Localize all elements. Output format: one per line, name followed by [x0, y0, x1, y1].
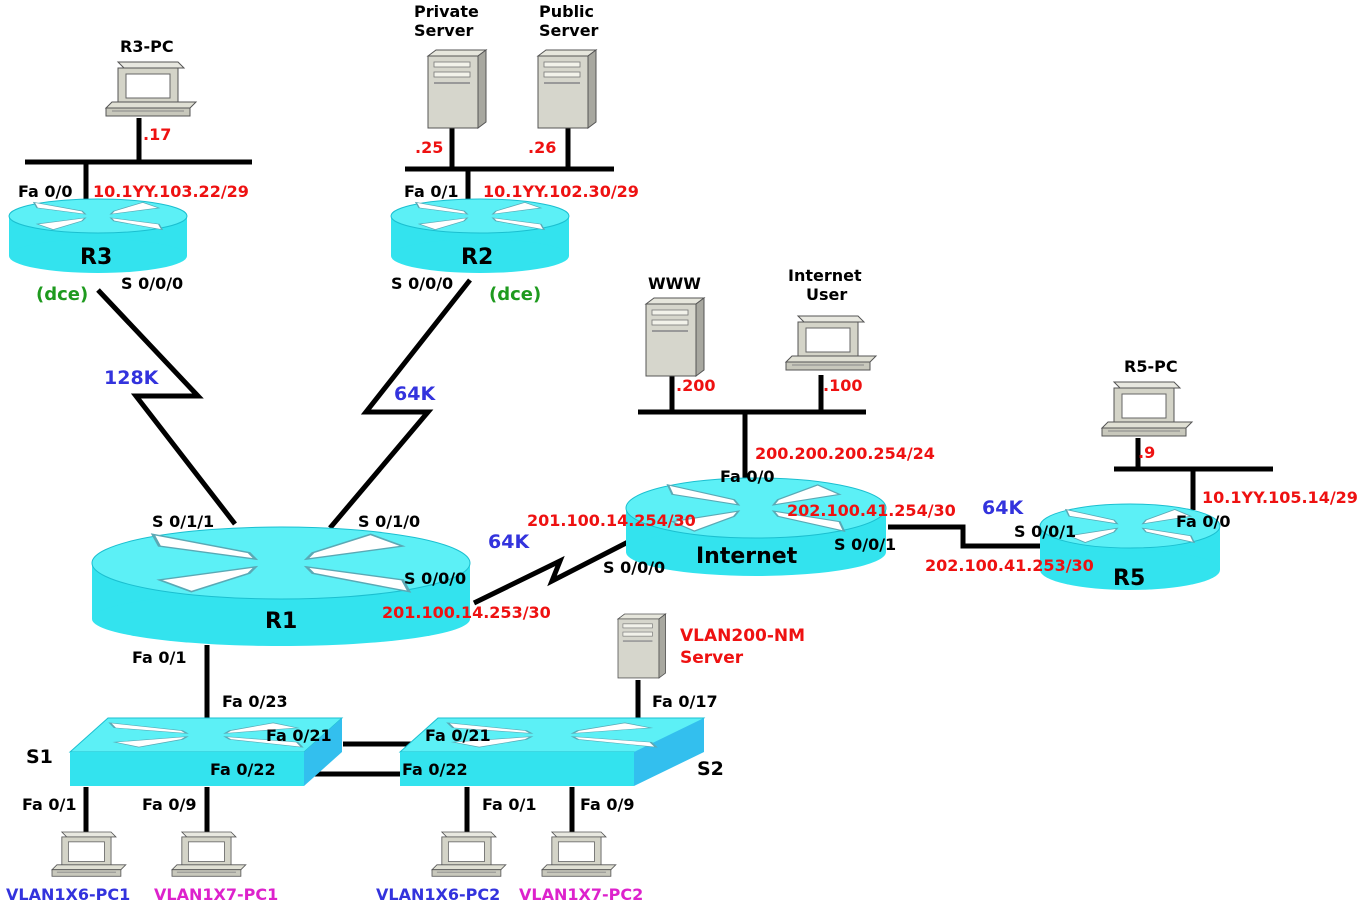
private-server-label-2: Server	[414, 21, 474, 40]
www-server-icon[interactable]	[645, 297, 705, 377]
r1-s011-label: S 0/1/1	[152, 512, 214, 531]
switch-s1[interactable]	[68, 717, 344, 786]
vlan1x7-pc2-icon[interactable]	[541, 831, 617, 877]
r5-s001-label: S 0/0/1	[1014, 522, 1076, 541]
internet-user-pc-icon[interactable]	[785, 315, 877, 371]
r3-dce: (dce)	[36, 284, 88, 305]
s1-fa023-label: Fa 0/23	[222, 692, 288, 711]
r2-serial-label: S 0/0/0	[391, 274, 453, 293]
serial-link-r1-internet	[472, 538, 632, 606]
internet-fa-label: Fa 0/0	[720, 467, 774, 486]
vlan1x6-pc1-label: VLAN1X6-PC1	[6, 885, 130, 904]
vlan1x6-pc1-icon[interactable]	[51, 831, 127, 877]
router-r5[interactable]	[1039, 503, 1221, 590]
private-server-icon[interactable]	[427, 49, 487, 129]
s1-fa01-label: Fa 0/1	[22, 795, 76, 814]
r5-pc-icon[interactable]	[1101, 381, 1193, 437]
s2-fa09-label: Fa 0/9	[580, 795, 634, 814]
vlan1x7-pc1-label: VLAN1X7-PC1	[154, 885, 278, 904]
r3-fa-ip: 10.1YY.103.22/29	[93, 182, 249, 201]
link-r1-internet-speed: 64K	[488, 531, 530, 553]
r5-fa-label: Fa 0/0	[1176, 512, 1230, 531]
vlan1x7-pc1-icon[interactable]	[171, 831, 247, 877]
internet-user-label-2: User	[806, 285, 847, 304]
r5-pc-label: R5-PC	[1124, 357, 1178, 376]
internet-user-ip: .100	[823, 376, 862, 395]
public-server-label-2: Server	[539, 21, 599, 40]
s2-name: S2	[697, 758, 724, 780]
r3-fa-label: Fa 0/0	[18, 182, 72, 201]
internet-s000-label: S 0/0/0	[603, 558, 665, 577]
www-label: WWW	[648, 274, 701, 293]
router-r1[interactable]	[91, 526, 471, 646]
internet-s000-ip: 201.100.14.254/30	[527, 511, 696, 530]
r5-name: R5	[1113, 566, 1145, 591]
vlan1x7-pc2-label: VLAN1X7-PC2	[519, 885, 643, 904]
r3-name: R3	[80, 245, 112, 270]
public-server-label-1: Public	[539, 2, 594, 21]
public-server-ip: .26	[528, 138, 556, 157]
internet-fa-ip: 200.200.200.254/24	[755, 444, 935, 463]
r1-s000-ip: 201.100.14.253/30	[382, 603, 551, 622]
s2-fa021-label: Fa 0/21	[425, 726, 491, 745]
s2-fa022-label: Fa 0/22	[402, 760, 468, 779]
link-internet-r5-speed: 64K	[982, 497, 1024, 519]
r2-fa-ip: 10.1YY.102.30/29	[483, 182, 639, 201]
vlan1x6-pc2-label: VLAN1X6-PC2	[376, 885, 500, 904]
router-r2[interactable]	[390, 198, 570, 273]
internet-s001-label: S 0/0/1	[834, 535, 896, 554]
internet-user-label-1: Internet	[788, 266, 862, 285]
r5-fa-ip: 10.1YY.105.14/29	[1202, 488, 1358, 507]
internet-name: Internet	[696, 544, 798, 569]
router-r3[interactable]	[8, 198, 188, 273]
r3-pc-label: R3-PC	[120, 37, 174, 56]
r3-pc-icon[interactable]	[105, 61, 197, 117]
nm-server-label-2: Server	[680, 648, 744, 668]
private-server-ip: .25	[415, 138, 443, 157]
serial-link-r3-r1	[96, 288, 237, 526]
internet-s001-ip: 202.100.41.254/30	[787, 501, 956, 520]
r2-fa-label: Fa 0/1	[404, 182, 458, 201]
switch-s2[interactable]	[398, 717, 706, 786]
private-server-label-1: Private	[414, 2, 479, 21]
r2-name: R2	[461, 245, 493, 270]
nm-server-icon[interactable]	[617, 613, 666, 679]
r1-s000-label: S 0/0/0	[404, 569, 466, 588]
serial-link-internet-r5	[888, 524, 1040, 549]
public-server-icon[interactable]	[537, 49, 597, 129]
s2-fa017-label: Fa 0/17	[652, 692, 718, 711]
s2-fa01-label: Fa 0/1	[482, 795, 536, 814]
r1-fa-label: Fa 0/1	[132, 648, 186, 667]
r1-name: R1	[265, 609, 297, 634]
r5-s001-ip: 202.100.41.253/30	[925, 556, 1094, 575]
router-internet[interactable]	[625, 477, 887, 576]
r2-dce: (dce)	[489, 284, 541, 305]
r5-pc-ip: .9	[1138, 443, 1155, 462]
link-r3-r1-speed: 128K	[104, 367, 160, 389]
www-ip: .200	[676, 376, 715, 395]
vlan1x6-pc2-icon[interactable]	[431, 831, 507, 877]
r3-serial-label: S 0/0/0	[121, 274, 183, 293]
serial-link-r2-r1	[328, 278, 472, 530]
cables	[25, 118, 1273, 834]
s1-fa022-label: Fa 0/22	[210, 760, 276, 779]
s1-fa09-label: Fa 0/9	[142, 795, 196, 814]
r3-pc-ip: .17	[143, 125, 171, 144]
link-r2-r1-speed: 64K	[394, 383, 436, 405]
s1-fa021-label: Fa 0/21	[266, 726, 332, 745]
r1-s010-label: S 0/1/0	[358, 512, 420, 531]
s1-name: S1	[26, 746, 53, 768]
nm-server-label-1: VLAN200-NM	[680, 626, 805, 646]
